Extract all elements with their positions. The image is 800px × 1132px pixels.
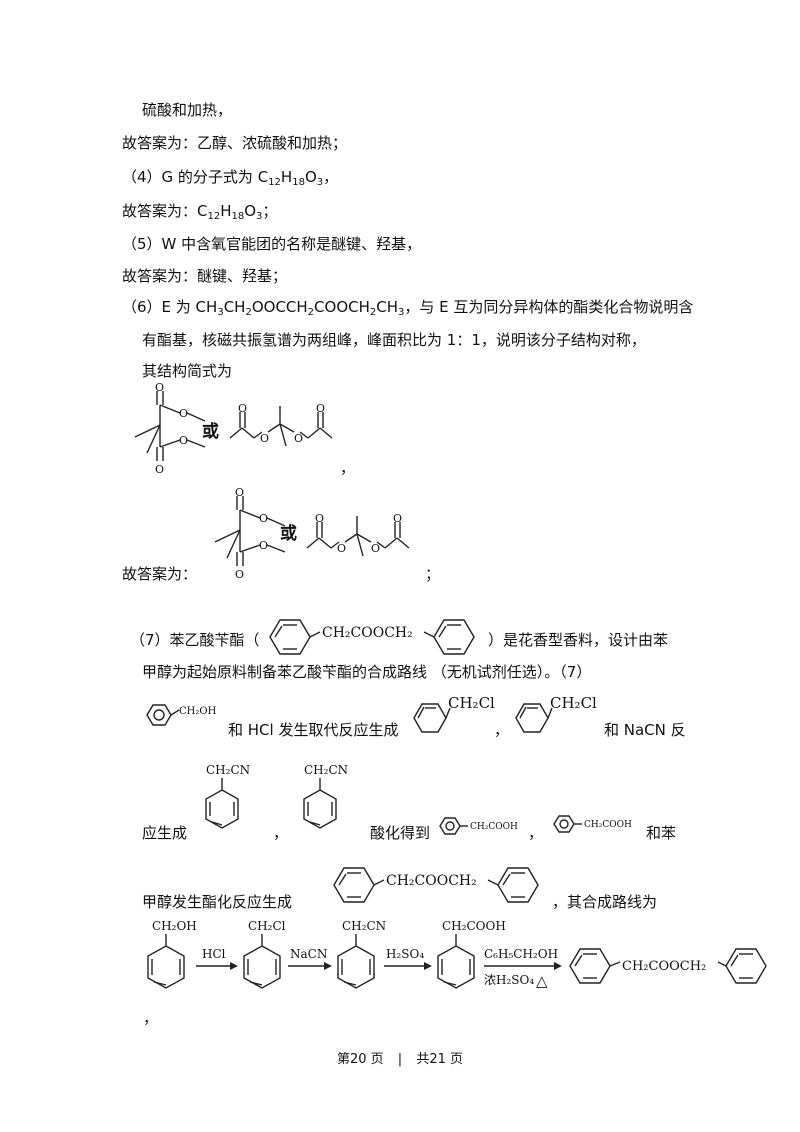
svg-text:O: O	[179, 434, 188, 447]
benzyl-chloride-2: CH₂Cl	[515, 694, 597, 733]
svg-text:HCl: HCl	[202, 947, 226, 961]
or-label-1: 或	[202, 422, 219, 442]
comma-1: ，	[340, 459, 356, 477]
p7-line-c: 甲醇为起始原料制备苯乙酸苄酯的合成路线 （无机试剂任选）。（7）	[142, 663, 592, 681]
svg-text:CH₂OH: CH₂OH	[179, 706, 217, 717]
page-total: 共21 页	[416, 1052, 464, 1067]
svg-text:CH₂COOH: CH₂COOH	[584, 820, 632, 830]
svg-text:CH₂Cl: CH₂Cl	[448, 694, 495, 712]
benzyl-cyanide-1: CH₂CN	[205, 763, 250, 829]
benzyl-alcohol-small: CH₂OH	[146, 704, 217, 726]
svg-text:CH₂OH: CH₂OH	[152, 919, 197, 933]
structure-diacetate-2: O O O O	[306, 512, 410, 557]
page-footer: 第20 页 | 共21 页	[0, 1048, 800, 1067]
structure-diester-2: O O O O	[214, 486, 286, 581]
text-line-9: 其结构简式为	[142, 362, 233, 380]
svg-text:△: △	[536, 972, 548, 990]
p7-line-l: 甲醇发生酯化反应生成	[142, 893, 293, 911]
page-number: 第20 页	[336, 1052, 384, 1067]
text-line-7: （6）E 为 CH3CH2OOCCH2COOCH2CH3，与 E 互为同分异构体…	[122, 298, 694, 318]
svg-text:O: O	[315, 512, 324, 525]
svg-text:O: O	[393, 512, 402, 525]
footer-separator: |	[397, 1052, 403, 1067]
svg-text:H₂SO₄: H₂SO₄	[386, 947, 424, 961]
svg-text:C₆H₅CH₂OH: C₆H₅CH₂OH	[484, 947, 558, 961]
svg-text:CH₂CN: CH₂CN	[304, 763, 348, 777]
svg-text:O: O	[371, 542, 380, 555]
svg-text:O: O	[316, 402, 325, 415]
p7-line-k: 和苯	[646, 824, 677, 842]
svg-text:O: O	[155, 463, 164, 476]
text-line-2: 故答案为：乙醇、浓硫酸和加热；	[122, 134, 348, 152]
svg-text:CH₂Cl: CH₂Cl	[248, 919, 286, 933]
p7-line-m: ，其合成路线为	[552, 893, 658, 911]
svg-text:CH₂Cl: CH₂Cl	[550, 694, 597, 712]
svg-text:O: O	[259, 539, 268, 552]
benzyl-phenylacetate-structure-2: CH₂COOCH₂	[333, 867, 539, 903]
svg-text:CH₂COOCH₂: CH₂COOCH₂	[622, 959, 706, 974]
svg-text:CH₂COOCH₂: CH₂COOCH₂	[386, 873, 477, 889]
p7-line-h: ，	[273, 824, 289, 842]
semicolon-1: ；	[425, 565, 441, 583]
g-formula-prefix: （4）G 的分子式为 C	[122, 168, 269, 186]
svg-text:O: O	[259, 512, 268, 525]
p7-line-f: 和 NaCN 反	[604, 721, 686, 739]
benzyl-phenylacetate-structure: CH₂COOCH₂	[269, 619, 475, 655]
phenylacetic-acid-small-2: CH₂COOH	[553, 815, 632, 833]
svg-text:NaCN: NaCN	[290, 947, 327, 961]
p7-line-e: ，	[494, 721, 510, 739]
synthesis-route: CH₂OH HCl CH₂Cl NaCN CH₂CN H₂SO₄ CH₂COOH…	[147, 919, 767, 990]
p7-line-b: ）是花香型香料，设计由苯	[488, 631, 669, 649]
p7-line-j: ，	[528, 824, 544, 842]
text-line-1: 硫酸和加热，	[142, 101, 233, 119]
svg-text:O: O	[155, 381, 164, 394]
phenylacetic-acid-small-1: CH₂COOH	[439, 817, 518, 835]
svg-text:O: O	[235, 568, 244, 581]
p7-line-i: 酸化得到	[370, 824, 431, 842]
comma-end: ，	[143, 1009, 159, 1027]
benzyl-chloride-1: CH₂Cl	[413, 694, 495, 733]
svg-text:CH₂COOH: CH₂COOH	[470, 822, 518, 832]
or-label-2: 或	[280, 524, 297, 544]
benzyl-cyanide-2: CH₂CN	[303, 763, 348, 829]
svg-text:O: O	[294, 432, 303, 445]
svg-text:O: O	[238, 402, 247, 415]
text-line-4: 故答案为：C12H18O3；	[122, 202, 278, 222]
svg-text:CH₂COOH: CH₂COOH	[442, 919, 506, 933]
svg-text:浓H₂SO₄: 浓H₂SO₄	[484, 973, 534, 987]
p7-line-a: （7）苯乙酸苄酯（	[130, 631, 260, 649]
structure-diester-1: O O O O	[134, 381, 206, 476]
svg-text:O: O	[337, 542, 346, 555]
svg-text:O: O	[179, 407, 188, 420]
p7-line-g: 应生成	[142, 824, 188, 842]
svg-text:O: O	[260, 432, 269, 445]
text-line-3: （4）G 的分子式为 C12H18O3，	[122, 168, 339, 188]
svg-text:CH₂CN: CH₂CN	[206, 763, 250, 777]
svg-text:CH₂CN: CH₂CN	[342, 919, 386, 933]
svg-text:CH₂COOCH₂: CH₂COOCH₂	[322, 625, 413, 641]
text-line-8: 有酯基，核磁共振氢谱为两组峰，峰面积比为 1：1，说明该分子结构对称，	[142, 331, 646, 349]
text-line-6: 故答案为：醚键、羟基；	[122, 267, 288, 285]
structure-diacetate-1: O O O O	[229, 402, 333, 447]
svg-text:O: O	[235, 486, 244, 499]
answer-label: 故答案为：	[122, 565, 198, 583]
p7-line-d: 和 HCl 发生取代反应生成	[228, 721, 399, 739]
text-line-5: （5）W 中含氧官能团的名称是醚键、羟基，	[122, 235, 422, 253]
